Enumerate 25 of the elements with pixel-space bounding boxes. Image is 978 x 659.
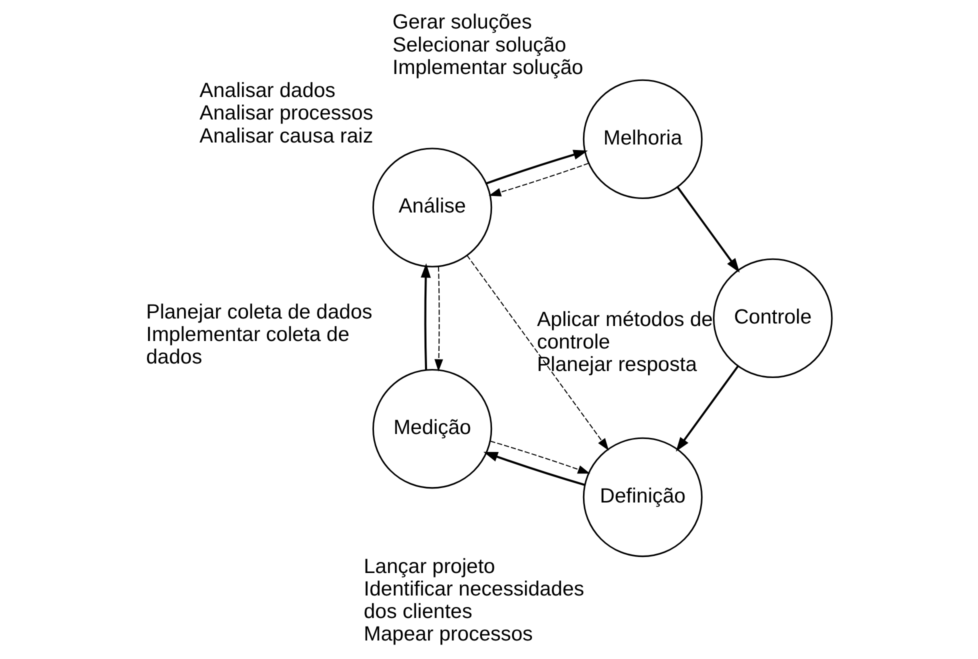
node-label: Analisar dados (200, 79, 336, 102)
arrow (486, 150, 588, 184)
node-label: Implementar coleta de dados (146, 322, 350, 369)
node-label: Selecionar solução (392, 33, 566, 56)
node-label: Analisar processos (200, 102, 374, 125)
node-label: Analisar causa raiz (200, 124, 374, 148)
node-label: Identificar necessidades dos clientes (364, 577, 584, 623)
arrow (466, 255, 609, 451)
node-circle: Melhoria (582, 79, 703, 200)
node-label: Implementar solução (392, 56, 584, 79)
node-circle: Medição (372, 368, 492, 489)
node-label: Mapear processos (364, 622, 533, 646)
arrow (490, 440, 590, 474)
node-label: Lançar projeto (364, 554, 496, 578)
node-label: Gerar soluções (392, 10, 532, 34)
node-label: Aplicar métodos de controle (536, 308, 713, 354)
arrow (434, 266, 444, 372)
node-label: Planejar resposta (536, 353, 697, 376)
arrow (420, 263, 431, 370)
arrow (676, 186, 740, 273)
arrow (483, 452, 585, 486)
node-circle: Análise (372, 148, 492, 268)
node-label: Planejar coleta de dados (146, 300, 372, 324)
arrow (676, 366, 739, 452)
arrow (488, 162, 589, 196)
